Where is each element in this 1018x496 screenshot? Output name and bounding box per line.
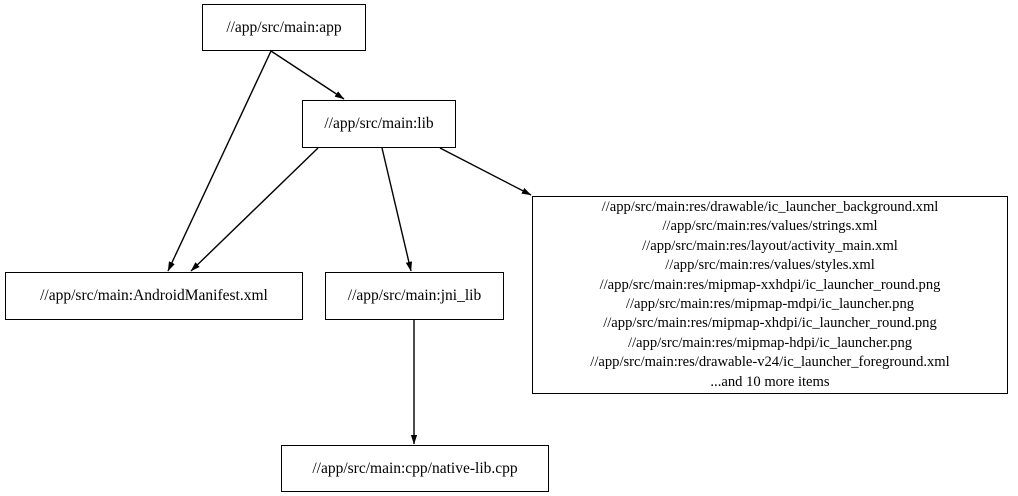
node-label: //app/src/main:cpp/native-lib.cpp	[312, 459, 518, 477]
edge-app-lib	[270, 50, 345, 100]
node-label: //app/src/main:AndroidManifest.xml	[40, 287, 268, 305]
edge-app-manifest	[167, 50, 272, 272]
node-resources-group[interactable]: //app/src/main:res/drawable/ic_launcher_…	[532, 196, 1008, 394]
node-label: //app/src/main:app	[226, 18, 342, 36]
edge-lib-resources	[439, 147, 532, 196]
node-app-target[interactable]: //app/src/main:app	[202, 4, 366, 51]
node-androidmanifest-target[interactable]: //app/src/main:AndroidManifest.xml	[5, 272, 303, 320]
node-native-lib-cpp-target[interactable]: //app/src/main:cpp/native-lib.cpp	[281, 445, 549, 492]
node-label: //app/src/main:res/drawable/ic_launcher_…	[590, 198, 950, 390]
node-label: //app/src/main:jni_lib	[347, 287, 482, 305]
node-lib-target[interactable]: //app/src/main:lib	[302, 100, 456, 148]
node-jni-lib-target[interactable]: //app/src/main:jni_lib	[325, 272, 504, 320]
node-label: //app/src/main:lib	[324, 115, 434, 133]
edge-lib-jnilib	[381, 147, 413, 272]
edge-lib-manifest	[190, 147, 319, 272]
